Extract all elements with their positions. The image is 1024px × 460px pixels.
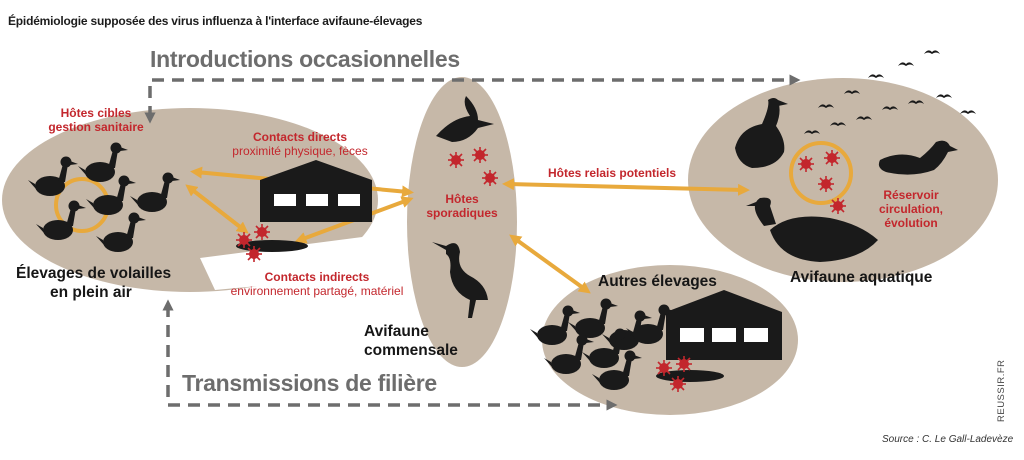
introductions-label: Introductions occasionnelles xyxy=(150,46,460,72)
indirect-contacts-annotation: Contacts indirects environnement partagé… xyxy=(230,270,404,298)
reservoir-annotation: Réservoir circulation, évolution xyxy=(878,188,943,230)
swan-icon xyxy=(746,197,878,262)
flying-bird-icon xyxy=(436,96,494,142)
introductions-arrow xyxy=(144,74,801,124)
aquatic-circulation-circle xyxy=(789,141,853,205)
goose-icon xyxy=(735,98,788,168)
target-hosts-annotation: Hôtes cibles gestion sanitaire xyxy=(48,106,144,134)
poultry-label: Élevages de volailles en plein air xyxy=(16,265,172,301)
other-farms-barn-icon xyxy=(666,290,782,360)
arrow-commensal-other-farms xyxy=(509,234,591,294)
arrow-indirect-contact-poultry xyxy=(185,184,249,234)
page-title: Épidémiologie supposée des virus influen… xyxy=(8,14,423,28)
transmissions-label: Transmissions de filière xyxy=(182,370,437,396)
commensal-label: Avifaune commensale xyxy=(364,323,458,359)
direct-contacts-annotation: Contacts directs proximité physique, fèc… xyxy=(232,130,368,158)
transmissions-arrow xyxy=(162,299,618,411)
source-credit: Source : C. Le Gall-Ladevèze xyxy=(882,434,1014,445)
sporadic-hosts-annotation: Hôtes sporadiques xyxy=(426,192,498,220)
publisher-credit: REUSSIR.FR xyxy=(996,359,1007,422)
aquatic-label: Avifaune aquatique xyxy=(790,269,933,286)
commensal-ellipse xyxy=(407,77,517,367)
swimming-duck-icon xyxy=(878,140,958,175)
other-farms-label: Autres élevages xyxy=(598,273,717,290)
heron-icon xyxy=(432,242,488,318)
poultry-ground-area xyxy=(200,236,370,290)
relay-hosts-annotation: Hôtes relais potentiels xyxy=(548,166,677,180)
poultry-barn-icon xyxy=(260,160,372,222)
arrow-relay-hosts xyxy=(502,178,750,196)
